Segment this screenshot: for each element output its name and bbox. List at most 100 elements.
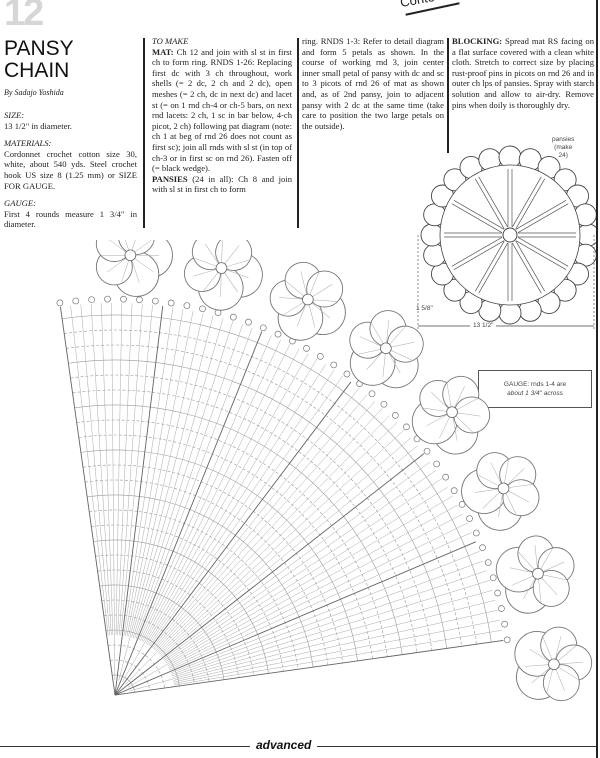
chart-stitch-line: [168, 522, 468, 669]
chart-stitch-line: [125, 308, 184, 636]
chart-picot: [458, 501, 466, 508]
schematic-spoke: [515, 240, 546, 292]
pansies-note: pansies (make 24): [552, 136, 574, 160]
schematic-spoke: [453, 240, 505, 271]
chart-picot: [501, 620, 508, 628]
chart-stitch-line: [111, 303, 116, 681]
pattern-number: 12: [4, 0, 44, 34]
chart-section-line: [114, 381, 352, 696]
chart-stitch-line: [123, 307, 174, 636]
chart-picot: [423, 447, 431, 455]
chart-stitch-line: [120, 304, 153, 636]
chart-stitch-line: [142, 348, 300, 643]
chart-round: [72, 389, 418, 653]
schematic-spoke: [478, 176, 509, 228]
byline: By Sadajo Yoshida: [4, 88, 64, 97]
chart-stitch-line: [132, 321, 234, 638]
pansy-motif: [411, 375, 491, 455]
chart-stitch-line: [167, 504, 458, 667]
chart-picot: [183, 302, 191, 309]
pansy-motif: [514, 626, 593, 702]
chart-stitch-line: [140, 339, 281, 641]
title-line2: CHAIN: [4, 59, 70, 82]
chart-round: [76, 419, 388, 657]
chart-picot: [392, 412, 399, 419]
column-divider: [297, 38, 299, 228]
pansy-center: [124, 249, 137, 262]
pansy-motif: [349, 310, 424, 389]
pansy-center: [302, 293, 314, 306]
chart-picot: [229, 313, 237, 321]
blocking-text: Spread mat RS facing on a flat surface c…: [452, 36, 594, 110]
chart-stitch-line: [169, 532, 472, 671]
chart-stitch-line: [90, 303, 112, 636]
pansy-center: [548, 658, 560, 671]
pansies-label: PANSIES: [152, 173, 188, 184]
chart-picot: [380, 400, 388, 408]
chart-stitch-line: [163, 461, 431, 660]
blocking-schematic: [417, 145, 596, 330]
chart-picot: [303, 345, 310, 352]
size-label: SIZE:: [4, 110, 25, 120]
chart-stitch-line: [152, 388, 360, 649]
chart-picot: [498, 605, 505, 612]
doily-wedge-chart: [56, 295, 511, 696]
chart-stitch-line: [161, 445, 418, 658]
pansy-motif: [183, 240, 263, 311]
chart-section-line: [114, 541, 477, 696]
pansies-text: (24 in all): Ch 8 and join with sl st in…: [152, 173, 292, 195]
gauge-callout-line1: GAUGE: rnds 1-4 are: [503, 381, 567, 388]
chart-stitch-line: [173, 599, 496, 681]
size-text: 13 1/2" in diameter.: [4, 120, 72, 131]
chart-stitch-line: [170, 551, 480, 674]
gauge-label: GAUGE:: [4, 198, 36, 209]
chart-picot: [479, 544, 486, 551]
schematic-spoke: [511, 242, 542, 294]
chart-stitch-line: [131, 318, 224, 638]
chart-picot: [450, 487, 458, 494]
gauge-text: First 4 rounds measure 1 3/4" in diamete…: [4, 208, 137, 230]
column-divider: [447, 38, 449, 153]
chart-stitch-line: [145, 358, 318, 644]
chart-stitch-line: [138, 335, 272, 641]
schematic-spoke: [515, 199, 567, 230]
chart-stitch-line: [141, 344, 291, 642]
pansies-note-line3: 24): [558, 152, 568, 159]
pansies-note-line2: (make: [554, 144, 573, 151]
chart-picot: [120, 295, 127, 303]
page-edge: [596, 0, 598, 758]
skill-level-badge: advanced: [250, 738, 318, 752]
diameter-label: 13 1/2": [470, 322, 497, 329]
chart-picot: [494, 589, 501, 597]
schematic-spoke: [515, 240, 567, 271]
pansy-center: [532, 567, 544, 580]
blocking-label: BLOCKING:: [452, 36, 503, 46]
pansy-motif: [461, 452, 540, 531]
chart-picot: [88, 296, 95, 304]
chart-stitch-line: [173, 609, 498, 683]
chart-picot: [433, 460, 440, 468]
page-title: PANSY CHAIN: [4, 38, 74, 82]
schematic-spoke: [478, 242, 509, 294]
chart-stitch-line: [134, 324, 243, 639]
chart-round: [78, 434, 373, 659]
chart-stitch-line: [155, 408, 383, 652]
chart-picot: [503, 636, 511, 644]
chart-stitch-line: [115, 303, 123, 636]
chart-stitch-line: [118, 315, 214, 681]
chart-picot: [489, 574, 497, 582]
to-make-label: TO MAKE: [152, 36, 189, 46]
pansy-center: [215, 262, 228, 274]
chart-stitch-line: [128, 312, 204, 637]
chart-round: [70, 374, 433, 651]
chart-round: [87, 494, 314, 668]
chart-section-line: [114, 305, 164, 696]
chart-picot: [368, 390, 376, 398]
chart-stitch-line: [168, 513, 463, 668]
chart-stitch-line: [172, 580, 490, 678]
chart-round: [91, 524, 284, 672]
schematic-spoke: [474, 240, 505, 292]
title-line1: PANSY: [4, 37, 74, 60]
chart-stitch-line: [153, 394, 368, 650]
